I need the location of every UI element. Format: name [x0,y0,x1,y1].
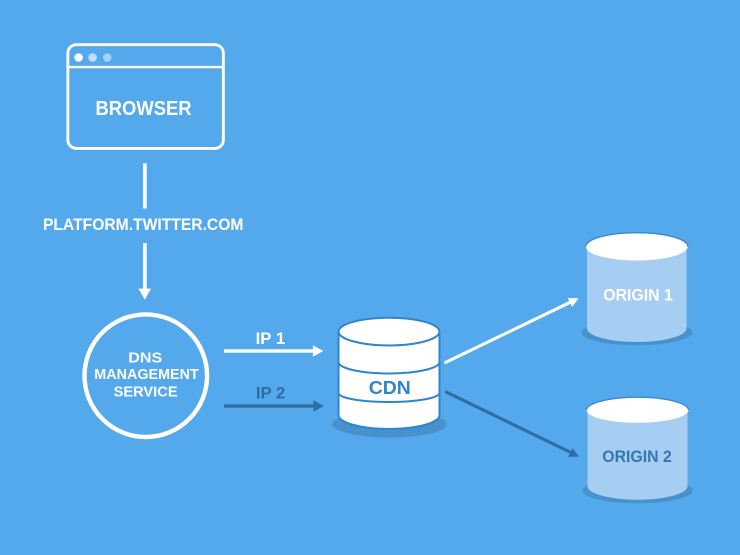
svg-text:IP 1: IP 1 [256,329,286,348]
svg-text:BROWSER: BROWSER [96,98,193,120]
svg-text:ORIGIN 2: ORIGIN 2 [602,448,672,466]
svg-text:PLATFORM.TWITTER.COM: PLATFORM.TWITTER.COM [43,216,244,234]
svg-text:IP 2: IP 2 [256,384,286,403]
svg-text:DNS: DNS [128,351,162,367]
svg-text:ORIGIN 1: ORIGIN 1 [603,286,673,304]
svg-text:CDN: CDN [369,377,411,398]
svg-text:MANAGEMENT: MANAGEMENT [94,367,199,383]
svg-text:SERVICE: SERVICE [114,385,178,401]
